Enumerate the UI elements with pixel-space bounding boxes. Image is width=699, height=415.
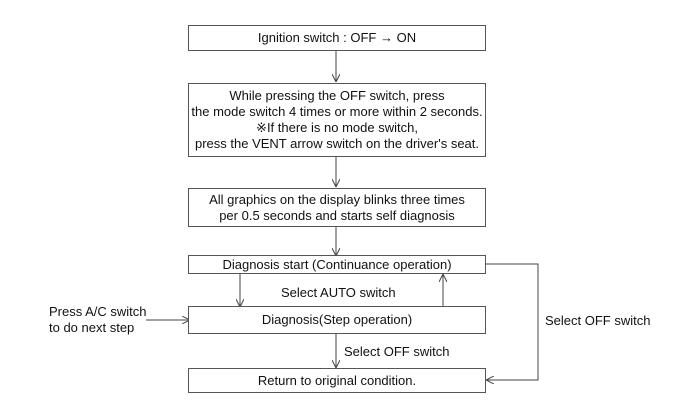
- pressing-text-4: press the VENT arrow switch on the drive…: [194, 136, 480, 151]
- diagnosis-start-text: Diagnosis start (Continuance operation): [222, 256, 452, 272]
- diagnosis-start-box: Diagnosis start (Continuance operation): [188, 255, 486, 274]
- ignition-box: Ignition switch : OFF → ON: [188, 25, 486, 51]
- select-off-right-label: Select OFF switch: [545, 313, 651, 328]
- press-ac-label-2: to do next step: [49, 320, 135, 335]
- select-auto-label: Select AUTO switch: [281, 285, 396, 300]
- diagnosis-step-text: Diagnosis(Step operation): [261, 312, 413, 327]
- return-text: Return to original condition.: [257, 372, 417, 388]
- graphics-box: All graphics on the display blinks three…: [188, 188, 486, 227]
- graphics-text-1: All graphics on the display blinks three…: [209, 191, 465, 207]
- diagnosis-step-box: Diagnosis(Step operation): [188, 306, 486, 334]
- pressing-text-2: the mode switch 4 times or more within 2…: [191, 104, 483, 119]
- press-ac-label-1: Press A/C switch: [49, 304, 147, 319]
- arrow-start-to-return-off: [486, 263, 539, 380]
- pressing-text-1: While pressing the OFF switch, press: [229, 88, 445, 103]
- pressing-box: While pressing the OFF switch, press the…: [188, 83, 486, 157]
- pressing-text-3: ※If there is no mode switch,: [256, 120, 418, 135]
- select-off-bottom-label: Select OFF switch: [344, 344, 450, 359]
- return-box: Return to original condition.: [188, 368, 486, 393]
- graphics-text-2: per 0.5 seconds and starts self diagnosi…: [219, 207, 455, 223]
- ignition-text: Ignition switch : OFF → ON: [257, 30, 417, 45]
